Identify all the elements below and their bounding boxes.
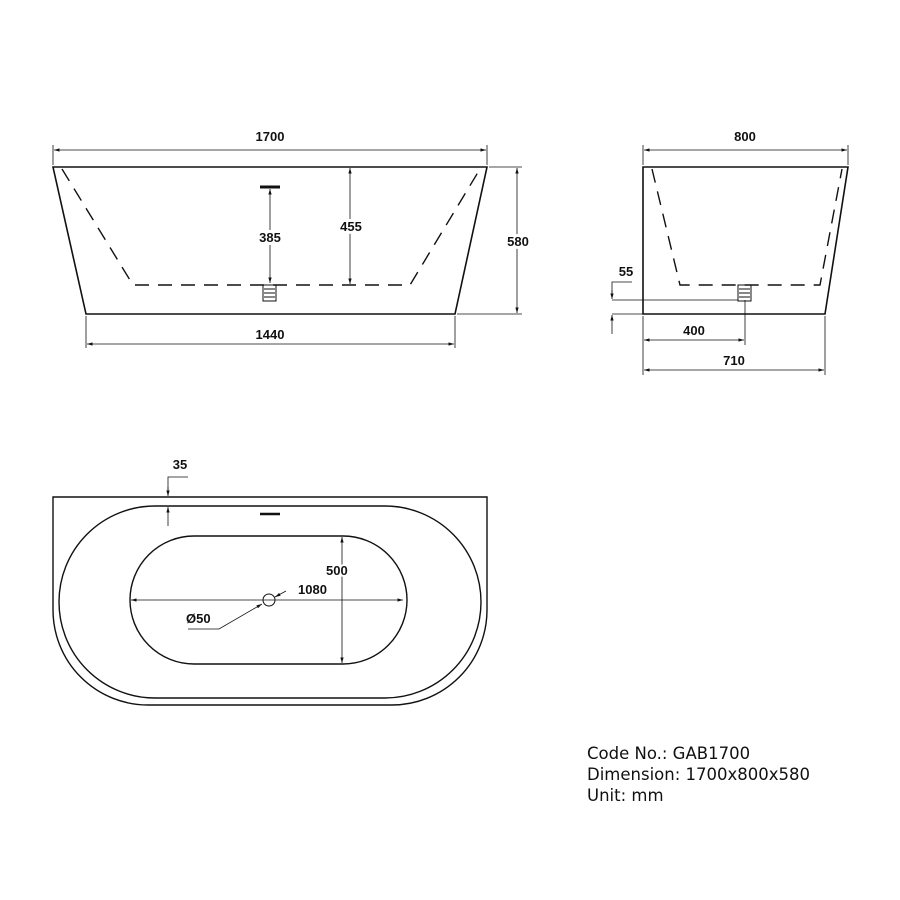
label-side-bottom-width: 710 [723, 353, 745, 368]
inner-basin-dashed-side [651, 168, 843, 286]
rim-inner-outline [58, 505, 482, 699]
label-rim-offset: 35 [173, 457, 187, 472]
label-waste-diameter: Ø50 [186, 611, 211, 626]
tub-outline-front [52, 166, 488, 315]
spec-block: Code No.: GAB1700 Dimension: 1700x800x58… [587, 743, 810, 806]
label-front-top-width: 1700 [256, 129, 285, 144]
label-inner-depth: 455 [340, 219, 362, 234]
label-overflow-height: 385 [259, 230, 281, 245]
plan-view [52, 476, 488, 706]
waste-fitting-front [262, 284, 277, 302]
tub-outline-side [642, 166, 849, 315]
label-waste-offset: 400 [683, 323, 705, 338]
label-front-height: 580 [507, 234, 529, 249]
label-side-top-width: 800 [734, 129, 756, 144]
waste-fitting-side [737, 284, 752, 302]
side-elevation-view [610, 145, 849, 375]
drain-leader [188, 603, 263, 630]
drain-circle [262, 593, 276, 607]
unit-label: Unit: mm [587, 786, 664, 805]
dimension-summary: Dimension: 1700x800x580 [587, 765, 811, 784]
label-front-bottom-width: 1440 [256, 327, 285, 342]
label-waste-height: 55 [619, 264, 633, 279]
label-inner-length: 1080 [298, 582, 327, 597]
basin-floor-outline [129, 535, 408, 665]
label-inner-width: 500 [326, 563, 348, 578]
front-elevation-view [52, 145, 522, 348]
tub-outline-plan [52, 496, 488, 706]
code-number: Code No.: GAB1700 [587, 744, 751, 763]
